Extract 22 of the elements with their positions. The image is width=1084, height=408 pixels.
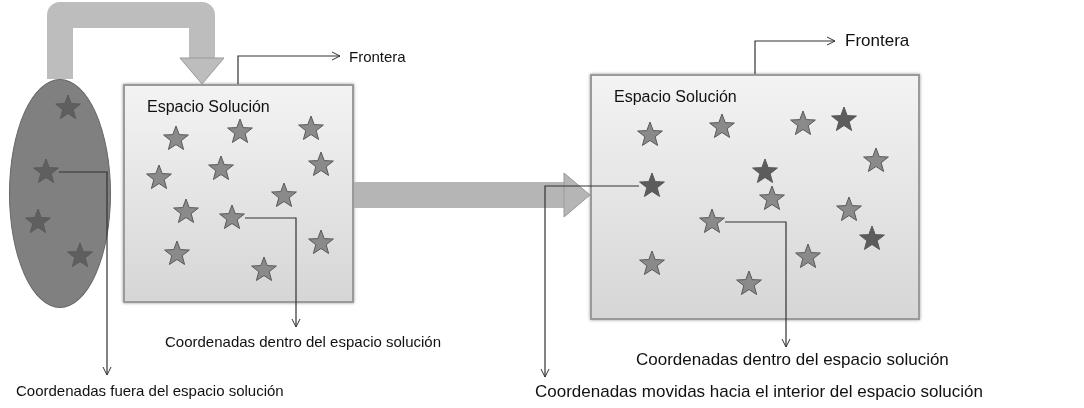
leader-line <box>237 51 341 85</box>
leader-line <box>540 185 640 378</box>
leader-label: Coordenadas dentro del espacio solución <box>636 347 1046 373</box>
leader-label: Coordenadas fuera del espacio solución <box>16 375 356 405</box>
star-icon <box>33 159 59 185</box>
solution-space-box <box>123 84 354 303</box>
leader-label: Frontera <box>835 28 930 54</box>
star-icon <box>639 173 665 199</box>
block-arrow <box>47 2 225 85</box>
box-heading: Espacio Solución <box>614 88 737 106</box>
leader-label: Coordenadas dentro del espacio solución <box>165 327 525 355</box>
leader-line <box>58 171 112 376</box>
leader-line <box>754 36 836 75</box>
leader-line <box>244 217 301 328</box>
leader-label: Frontera <box>340 44 430 68</box>
leader-label: Coordenadas movidas hacia el interior del espacio solución <box>520 377 1080 407</box>
block-arrow <box>354 172 591 218</box>
box-heading: Espacio Solución <box>147 98 270 116</box>
star-icon <box>699 209 725 235</box>
solution-space-box <box>590 74 920 320</box>
star-icon <box>219 205 245 231</box>
leader-line <box>724 221 791 348</box>
